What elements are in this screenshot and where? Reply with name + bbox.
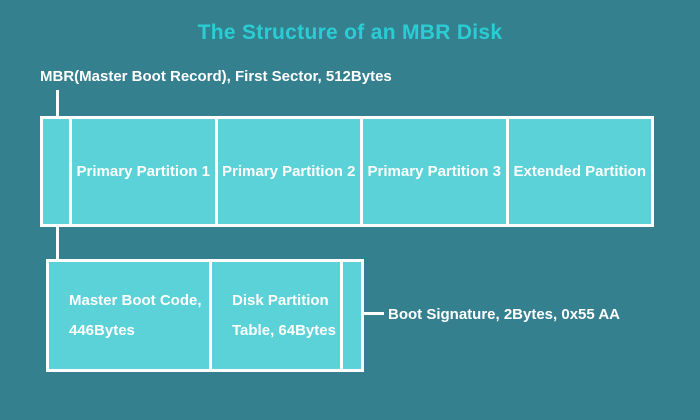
mbr-sector-label: MBR(Master Boot Record), First Sector, 5… (40, 68, 392, 85)
segment-label-line: 446Bytes (69, 321, 135, 339)
segment-label: Primary Partition 3 (367, 163, 501, 180)
segment-master-boot-code: Master Boot Code, 446Bytes (49, 262, 209, 369)
segment-label-line: Disk Partition (232, 291, 329, 309)
segment-disk-partition-table: Disk Partition Table, 64Bytes (212, 262, 340, 369)
segment-label-line: Master Boot Code, (69, 291, 202, 309)
segment-primary-partition-2: Primary Partition 2 (217, 119, 360, 224)
segment-label-line: Table, 64Bytes (232, 321, 336, 339)
page-title: The Structure of an MBR Disk (197, 21, 503, 44)
connector-boot-signature-segment-to-label (352, 312, 384, 315)
segment-label: Primary Partition 2 (222, 163, 356, 180)
segment-label: Primary Partition 1 (76, 163, 210, 180)
segment-label: Extended Partition (513, 163, 647, 180)
segment-primary-partition-3: Primary Partition 3 (363, 119, 506, 224)
segment-boot-signature (343, 262, 361, 369)
boot-signature-label: Boot Signature, 2Bytes, 0x55 AA (388, 306, 621, 323)
segment-mbr (43, 119, 69, 224)
segment-extended-partition: Extended Partition (508, 119, 651, 224)
mbr-detail-row: Master Boot Code, 446Bytes Disk Partitio… (46, 259, 364, 372)
connector-label-to-mbr-segment (56, 90, 59, 126)
connector-mbr-segment-to-detail-row (56, 216, 59, 262)
segment-primary-partition-1: Primary Partition 1 (72, 119, 215, 224)
disk-structure-row: Primary Partition 1 Primary Partition 2 … (40, 116, 654, 227)
